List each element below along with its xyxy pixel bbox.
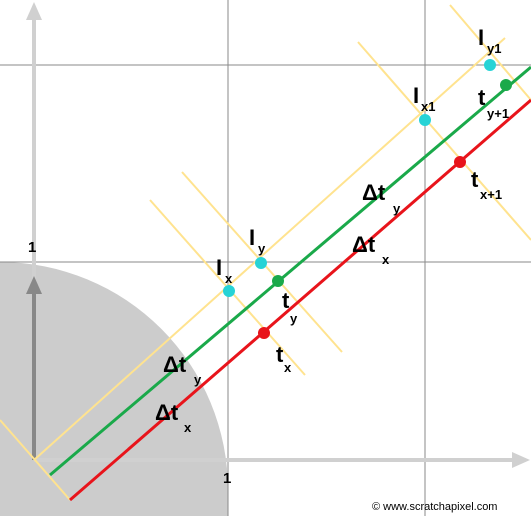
- label-ty1: t y+1: [478, 85, 509, 121]
- point-ix: [223, 285, 235, 297]
- label-iy1: I y1: [478, 25, 501, 56]
- label-dty-mid-main: Δt: [362, 180, 386, 205]
- label-dtx-mid-main: Δt: [352, 232, 376, 257]
- label-dty-low-main: Δt: [163, 352, 187, 377]
- credit-text: © www.scratchapixel.com: [372, 501, 497, 513]
- label-ty-sub: y: [290, 311, 298, 326]
- label-iy1-sub: y1: [487, 41, 501, 56]
- label-dty-low: Δt y: [163, 352, 202, 387]
- label-dtx-mid-sub: x: [382, 252, 390, 267]
- perp-line-4: [449, 4, 531, 101]
- label-dtx-low-sub: x: [184, 420, 192, 435]
- label-ix1-sub: x1: [421, 99, 435, 114]
- label-ix: I x: [216, 255, 233, 286]
- label-dtx-low-main: Δt: [155, 400, 179, 425]
- label-tx1: t x+1: [471, 167, 502, 202]
- label-iy-main: I: [249, 225, 255, 250]
- label-ty1-main: t: [478, 85, 486, 110]
- y-unit-arrow: [26, 276, 42, 294]
- label-dty-low-sub: y: [194, 372, 202, 387]
- green-ray: [49, 65, 531, 477]
- point-ix1: [419, 114, 431, 126]
- label-tx: t x: [276, 342, 292, 375]
- label-dtx-low: Δt x: [155, 400, 192, 435]
- point-tx: [258, 327, 270, 339]
- label-ty1-sub: y+1: [487, 106, 509, 121]
- label-tx1-sub: x+1: [480, 187, 502, 202]
- label-tx-main: t: [276, 342, 284, 367]
- label-iy-sub: y: [258, 241, 266, 256]
- label-tx-sub: x: [284, 360, 292, 375]
- point-tx1: [454, 156, 466, 168]
- point-iy: [255, 257, 267, 269]
- x-axis-one-label: 1: [223, 470, 231, 487]
- label-ix1: I x1: [413, 83, 435, 114]
- label-ty: t y: [282, 288, 298, 326]
- label-dty-mid: Δt y: [362, 180, 401, 216]
- point-ty: [272, 275, 284, 287]
- label-iy1-main: I: [478, 25, 484, 50]
- label-dtx-mid: Δt x: [352, 232, 390, 267]
- label-ix-sub: x: [225, 271, 233, 286]
- intersection-points: [223, 59, 512, 339]
- label-ix1-main: I: [413, 83, 419, 108]
- point-ty1: [500, 79, 512, 91]
- label-iy: I y: [249, 225, 266, 256]
- y-axis-arrow: [26, 2, 42, 20]
- point-iy1: [484, 59, 496, 71]
- label-tx1-main: t: [471, 167, 479, 192]
- y-axis-one-label: 1: [28, 239, 36, 256]
- x-axis-arrow: [512, 452, 530, 468]
- yellow-ray: [33, 37, 506, 461]
- label-ty-main: t: [282, 288, 290, 313]
- label-ix-main: I: [216, 255, 222, 280]
- red-ray: [69, 98, 531, 502]
- axes: [26, 2, 530, 468]
- label-dty-mid-sub: y: [393, 201, 401, 216]
